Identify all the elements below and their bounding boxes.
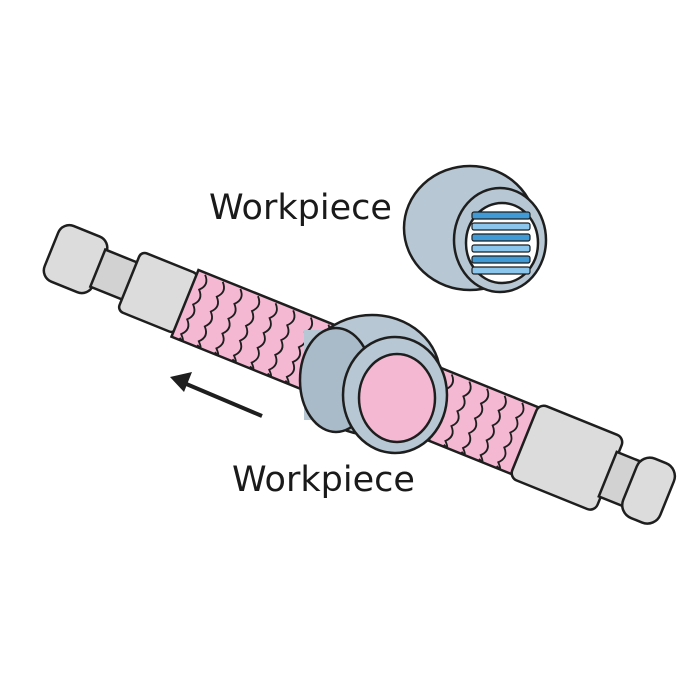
spline-groove [472, 267, 530, 274]
workpiece-on-broach [300, 315, 447, 453]
spline-groove [472, 223, 530, 230]
workpiece-finished [404, 166, 546, 292]
spline-groove [472, 256, 530, 263]
workpiece-lower-bore [359, 354, 435, 442]
arrow-left-up-icon [170, 372, 262, 416]
workpiece-label-bottom: Workpiece [232, 463, 415, 498]
spline-groove [472, 245, 530, 252]
spline-groove [472, 212, 530, 219]
workpiece-label-top: Workpiece [209, 191, 392, 226]
spline-groove [472, 234, 530, 241]
